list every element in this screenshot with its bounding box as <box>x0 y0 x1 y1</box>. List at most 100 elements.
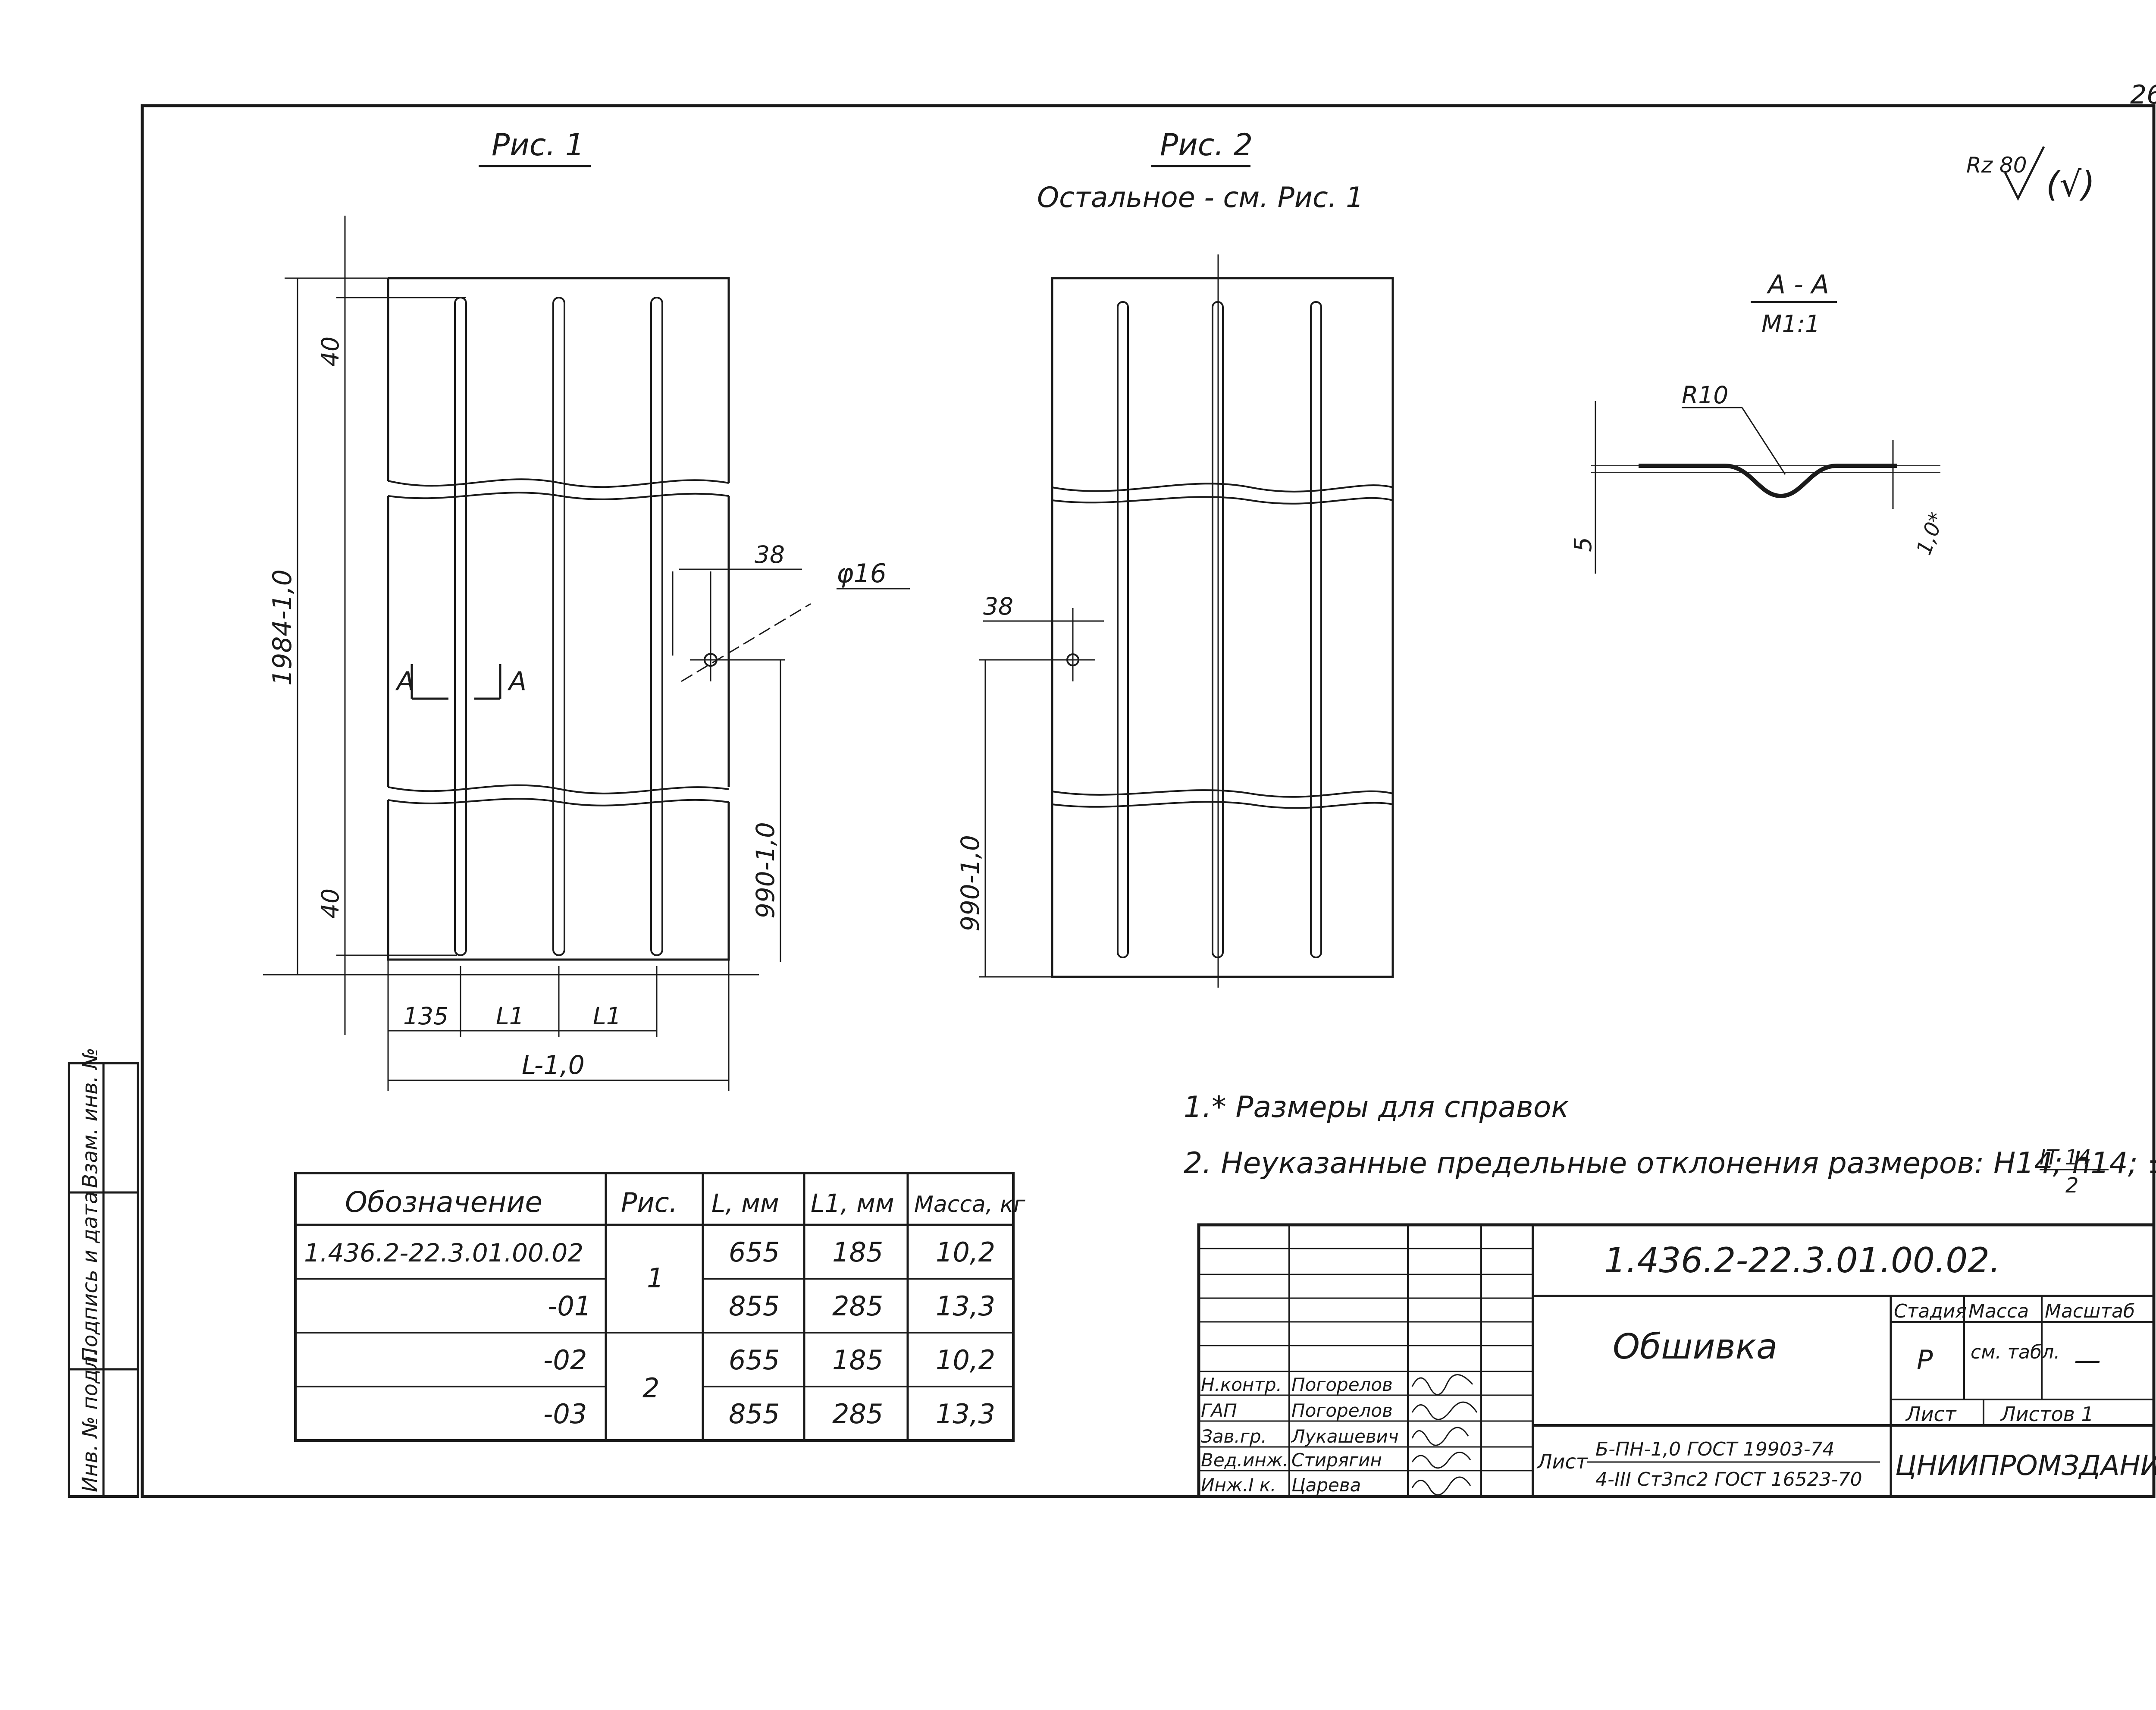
section-title: А - А <box>1766 270 1829 300</box>
mass-value: см. табл. <box>1971 1341 2060 1363</box>
spec-designation: -03 <box>543 1398 587 1430</box>
fig1-dim-top40: 40 <box>317 336 344 367</box>
side-replaced-inv: Взам. инв. № <box>78 1048 102 1188</box>
fig2-ribs <box>1117 301 1322 958</box>
fig1-dim-hole-height: 990-1,0 <box>751 822 780 919</box>
spec-hdr-designation: Обозначение <box>345 1186 542 1219</box>
person-role: ГАП <box>1201 1400 1237 1421</box>
spec-fig: 1 <box>647 1262 664 1294</box>
fig1-title: Рис. 1 <box>492 127 584 163</box>
spec-mass: 10,2 <box>936 1236 995 1268</box>
table-row: -03 855 285 13,3 <box>543 1398 995 1430</box>
signature-mark <box>1411 1452 1471 1469</box>
person-name: Погорелов <box>1291 1400 1393 1421</box>
fig1-dim-135: 135 <box>403 1002 448 1030</box>
spec-mass: 10,2 <box>936 1344 995 1376</box>
spec-hdr-L1: L1, мм <box>811 1189 894 1218</box>
material-line1: Б-ПН-1,0 ГОСТ 19903-74 <box>1595 1438 1835 1460</box>
person-role: Н.контр. <box>1201 1374 1282 1395</box>
spec-designation: 1.436.2-22.3.01.00.02 <box>304 1238 583 1268</box>
mass-header: Масса <box>1968 1300 2029 1322</box>
fig1-section-right: A <box>507 666 526 697</box>
roughness-value: Rz 80 <box>1966 153 2027 178</box>
section-thickness: 1,0* <box>1912 509 1949 558</box>
spec-L1: 185 <box>832 1344 883 1376</box>
person-name: Лукашевич <box>1291 1426 1399 1447</box>
sheet-frame <box>141 104 2156 1498</box>
side-stamp: Инв. № подл. Подпись и дата Взам. инв. № <box>68 1048 139 1498</box>
table-row: -01 855 285 13,3 <box>548 1290 995 1322</box>
fig1-dim-l1a: L1 <box>496 1002 524 1030</box>
roughness-rest: (√) <box>2046 164 2095 204</box>
spec-hdr-mass: Масса, кг <box>914 1192 1025 1217</box>
section-profile <box>1639 464 1897 499</box>
fig2-dim-hole-offset: 38 <box>983 593 1013 620</box>
signature-mark <box>1411 1401 1478 1420</box>
spec-hdr-L: L, мм <box>711 1189 779 1218</box>
person-role: Зав.гр. <box>1201 1426 1267 1447</box>
person-name: Погорелов <box>1291 1374 1393 1395</box>
fig2-dim-hole-height: 990-1,0 <box>956 835 985 932</box>
notes: 1.* Размеры для справок 2. Неуказанные п… <box>1184 1090 2156 1198</box>
table-row: 1.436.2-22.3.01.00.02 1 655 185 10,2 <box>304 1236 995 1294</box>
spec-designation: -02 <box>543 1344 587 1376</box>
figure-2: Рис. 2 Остальное - см. Рис. 1 38 990-1,0 <box>956 127 1394 988</box>
side-sign-date: Подпись и дата <box>78 1191 102 1363</box>
spec-mass: 13,3 <box>936 1398 995 1430</box>
fig1-dim-l1b: L1 <box>593 1002 621 1030</box>
fig1-dim-bottom40: 40 <box>317 888 344 919</box>
doc-code: 1.436.2-22.3.01.00.02. <box>1604 1240 2000 1280</box>
section-depth: 5 <box>1569 537 1597 552</box>
spec-table: Обозначение Рис. L, мм L1, мм Масса, кг … <box>294 1172 1025 1442</box>
fig1-dim-height: 1984-1,0 <box>267 569 298 686</box>
doc-name: Обшивка <box>1613 1327 1777 1367</box>
signature-row: Инж.I к. Царева <box>1201 1475 1471 1496</box>
note-2-fraction-num: IT 14 <box>2040 1145 2091 1170</box>
organization: ЦНИИПРОМЗДАНИЙ <box>1895 1449 2156 1482</box>
person-role: Вед.инж. <box>1201 1450 1288 1471</box>
material-line2: 4-III Ст3пс2 ГОСТ 16523-70 <box>1595 1468 1862 1490</box>
spec-L1: 285 <box>832 1290 883 1322</box>
spec-hdr-fig: Рис. <box>621 1187 677 1218</box>
table-row: -02 2 655 185 10,2 <box>543 1344 995 1404</box>
sheet-header: Лист <box>1905 1403 1957 1426</box>
roughness-check-icon <box>2004 146 2045 201</box>
spec-L: 855 <box>729 1398 780 1430</box>
fig1-plate-top <box>388 277 730 483</box>
side-inv-original: Инв. № подл. <box>78 1349 102 1492</box>
material-prefix: Лист <box>1536 1450 1588 1473</box>
section-aa: А - А М1:1 R10 5 1,0* <box>1569 270 1949 574</box>
note-2: 2. Неуказанные предельные отклонения раз… <box>1184 1146 2156 1180</box>
signature-mark <box>1411 1374 1473 1396</box>
spec-L: 655 <box>729 1236 780 1268</box>
figure-1: Рис. 1 40 40 1984-1,0 <box>263 127 910 1091</box>
signature-row: ГАП Погорелов <box>1201 1400 1478 1421</box>
person-name: Стирягин <box>1291 1450 1382 1471</box>
signature-row: Вед.инж. Стирягин <box>1201 1450 1471 1471</box>
stage-header: Стадия <box>1894 1300 1967 1322</box>
spec-L: 655 <box>729 1344 780 1376</box>
note-2-fraction-den: 2 <box>2065 1173 2079 1198</box>
signature-row: Н.контр. Погорелов <box>1201 1374 1473 1396</box>
note-1: 1.* Размеры для справок <box>1184 1090 1569 1124</box>
fig1-dim-hole-dia: φ16 <box>837 558 887 589</box>
section-scale: М1:1 <box>1761 310 1820 338</box>
fig1-ribs <box>454 297 663 956</box>
spec-mass: 13,3 <box>936 1290 995 1322</box>
scale-value: — <box>2074 1344 2101 1376</box>
person-name: Царева <box>1291 1475 1361 1496</box>
fig2-plate <box>1051 277 1394 978</box>
fig1-dim-total-width: L-1,0 <box>522 1050 585 1080</box>
sheets-header: Листов 1 <box>2000 1403 2094 1426</box>
fig2-title: Рис. 2 <box>1160 127 1253 163</box>
signature-mark <box>1411 1476 1471 1496</box>
fig1-section-marks: A A <box>395 664 526 700</box>
person-role: Инж.I к. <box>1201 1475 1276 1496</box>
spec-L1: 285 <box>832 1398 883 1430</box>
spec-fig: 2 <box>642 1372 659 1404</box>
signature-row: Зав.гр. Лукашевич <box>1201 1426 1469 1447</box>
fig1-dim-hole-offset: 38 <box>755 541 785 568</box>
stage-value: Р <box>1917 1344 1933 1376</box>
section-radius: R10 <box>1682 381 1728 409</box>
